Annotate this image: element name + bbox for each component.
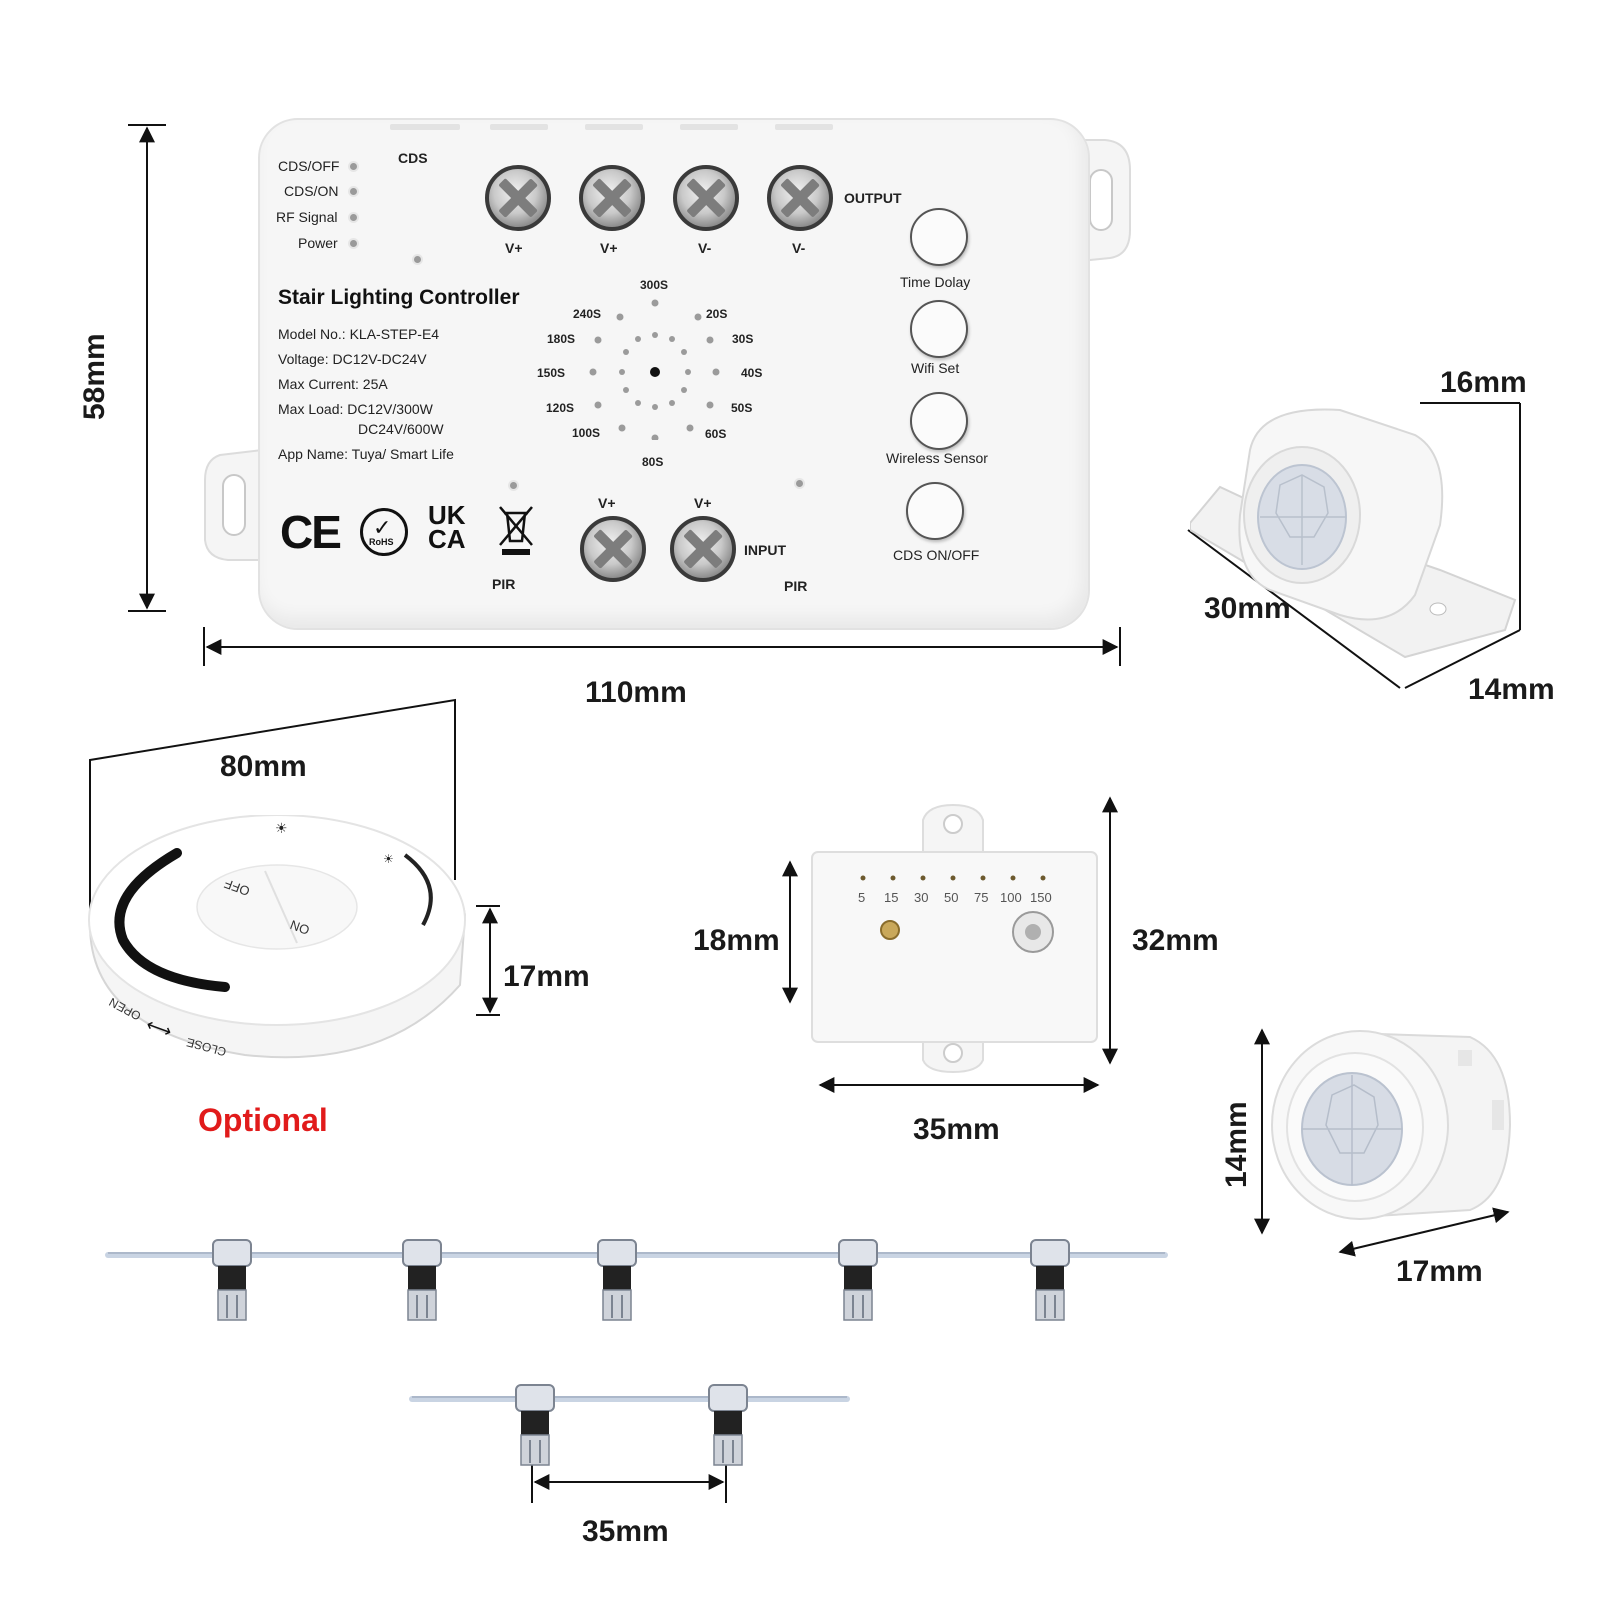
dim-32mm: 32mm (1132, 924, 1219, 957)
output-terminal-label: V- (792, 240, 806, 256)
small-sensor-box (811, 803, 1098, 1074)
wireless-sensor-button[interactable] (910, 392, 968, 450)
scale-5: 5 (858, 890, 866, 905)
dial-60s: 60S (705, 427, 727, 441)
output-terminal-4 (767, 165, 833, 231)
dial-300s: 300S (640, 278, 669, 292)
dim-35mm-connector: 35mm (582, 1515, 669, 1548)
spec-load-24v: DC24V/600W (358, 421, 444, 437)
wireless-sensor-label: Wireless Sensor (886, 450, 988, 466)
stair-lighting-controller: CDS/OFF CDS/ON RF Signal Power CDS V+ V+… (258, 118, 1090, 630)
svg-text:☀: ☀ (383, 852, 394, 866)
dial-240s: 240S (573, 307, 602, 321)
output-terminal-label: V+ (600, 240, 618, 256)
svg-text:☀: ☀ (275, 820, 288, 836)
wifi-set-label: Wifi Set (911, 360, 960, 376)
dim-17mm-remote: 17mm (503, 960, 590, 993)
output-label: OUTPUT (844, 190, 902, 206)
dial-180s: 180S (547, 332, 576, 346)
dial-selector (589, 299, 720, 440)
dim-110mm: 110mm (585, 676, 687, 709)
cds-label: CDS (398, 150, 428, 166)
dim-16mm: 16mm (1440, 366, 1527, 399)
time-delay-button[interactable] (910, 208, 968, 266)
scale-75: 75 (974, 890, 989, 905)
dial-120s: 120S (546, 401, 575, 415)
dim-30mm: 30mm (1204, 592, 1291, 625)
cds-on-off-button[interactable] (906, 482, 964, 540)
ukca-bottom: CA (428, 524, 466, 554)
input-terminal-label: V+ (598, 495, 616, 511)
wire-connectors (212, 1239, 1070, 1466)
input-terminal-2 (670, 516, 736, 582)
dim-14mm-sensor: 14mm (1468, 673, 1555, 706)
output-terminal-label: V- (698, 240, 712, 256)
rohs-text: RoHS (369, 537, 394, 547)
wifi-set-button[interactable] (910, 300, 968, 358)
spec-load: Max Load: DC12V/300W (278, 401, 433, 417)
remote-control: ☀ ☀ (88, 815, 467, 1059)
optional-label: Optional (198, 1102, 328, 1138)
indicator-cds-off: CDS/OFF (278, 158, 340, 174)
cds-on-off-label: CDS ON/OFF (893, 547, 980, 563)
dial-40s: 40S (741, 366, 763, 380)
dial-150s: 150S (537, 366, 566, 380)
dial-50s: 50S (731, 401, 753, 415)
dim-80mm: 80mm (220, 750, 307, 783)
dial-100s: 100S (572, 426, 601, 440)
scale-50: 50 (944, 890, 959, 905)
scale-150: 150 (1030, 890, 1052, 905)
indicator-power: Power (298, 235, 338, 251)
weee-bin-icon (499, 506, 533, 555)
dim-18mm: 18mm (693, 924, 780, 957)
rohs-mark: ✓ RoHS (360, 508, 408, 556)
indicator-cds-on: CDS/ON (284, 183, 339, 199)
indicator-rf-signal: RF Signal (276, 209, 338, 225)
dim-17mm-round: 17mm (1396, 1255, 1483, 1288)
spec-model: Model No.: KLA-STEP-E4 (278, 326, 440, 342)
input-terminal-label: V+ (694, 495, 712, 511)
controller-title: Stair Lighting Controller (278, 286, 520, 309)
scale-30: 30 (914, 890, 929, 905)
round-pir-sensor (1271, 1030, 1512, 1220)
spec-current: Max Current: 25A (278, 376, 388, 392)
dial-20s: 20S (706, 307, 728, 321)
spec-app: App Name: Tuya/ Smart Life (278, 446, 454, 462)
spec-voltage: Voltage: DC12V-DC24V (278, 351, 427, 367)
output-terminal-1 (485, 165, 551, 231)
output-terminal-label: V+ (505, 240, 523, 256)
scale-15: 15 (884, 890, 899, 905)
pir-label-left: PIR (492, 576, 516, 592)
input-label: INPUT (744, 542, 786, 558)
pir-label-right: PIR (784, 578, 808, 594)
ukca-top: UK (428, 500, 466, 530)
dim-14mm-round: 14mm (1220, 1101, 1253, 1188)
dim-35mm-box: 35mm (913, 1113, 1000, 1146)
output-terminal-3 (673, 165, 739, 231)
input-terminal-1 (580, 516, 646, 582)
output-terminal-2 (579, 165, 645, 231)
dial-30s: 30S (732, 332, 754, 346)
dim-58mm: 58mm (78, 333, 111, 420)
time-delay-label: Time Dolay (900, 274, 971, 290)
scale-100: 100 (1000, 890, 1022, 905)
dial-80s: 80S (642, 455, 664, 469)
pir-sensor-bracket (1190, 408, 1517, 659)
ce-mark: CE (280, 506, 342, 558)
